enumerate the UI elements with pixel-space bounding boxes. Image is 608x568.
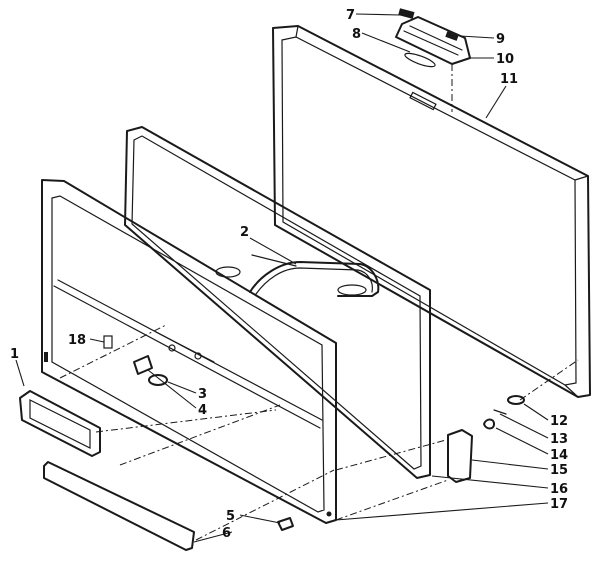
callout-18: 18 — [68, 333, 86, 348]
callout-11: 11 — [500, 72, 518, 87]
latch-part-18 — [103, 335, 113, 349]
callout-12: 12 — [550, 414, 568, 429]
callout-16: 16 — [550, 482, 568, 497]
bracket-part-8 — [404, 52, 436, 68]
heating-element — [215, 254, 380, 297]
screw — [277, 517, 294, 531]
callout-6: 6 — [222, 526, 231, 541]
leader-lines — [15, 13, 549, 543]
callout-5: 5 — [226, 509, 235, 524]
callout-14: 14 — [550, 448, 568, 463]
bracket-part-7 — [398, 8, 415, 19]
hinge-plate — [447, 429, 473, 483]
callout-4: 4 — [198, 403, 207, 418]
bracket-part-10 — [395, 16, 471, 65]
latch-parts — [103, 331, 215, 386]
callout-15: 15 — [550, 463, 568, 478]
callout-17: 17 — [550, 497, 568, 512]
front-door-panel — [41, 179, 337, 524]
callout-10: 10 — [496, 52, 514, 67]
top-bracket-assembly — [395, 8, 471, 68]
middle-gasket-frame — [124, 126, 431, 479]
hinge-part-14 — [483, 418, 495, 430]
latch-part-3 — [148, 374, 168, 386]
callout-9: 9 — [496, 32, 505, 47]
hinge-part-13 — [493, 409, 507, 415]
callout-1: 1 — [10, 347, 19, 362]
callout-13: 13 — [550, 432, 568, 447]
alignment-lines — [59, 64, 579, 541]
bracket-part-9 — [445, 31, 459, 41]
callout-7: 7 — [346, 8, 355, 23]
callout-labels: 1 2 3 4 5 6 7 8 9 10 11 12 13 14 15 16 1… — [10, 8, 568, 541]
callout-3: 3 — [198, 387, 207, 402]
kick-strip — [43, 461, 195, 551]
callout-8: 8 — [352, 27, 361, 42]
callout-2: 2 — [240, 225, 249, 240]
latch-part-4 — [133, 355, 153, 375]
hinge-hardware — [483, 395, 525, 430]
hinge-part-12 — [507, 395, 525, 405]
outer-door-panel — [272, 25, 591, 398]
door-handle — [19, 390, 101, 457]
